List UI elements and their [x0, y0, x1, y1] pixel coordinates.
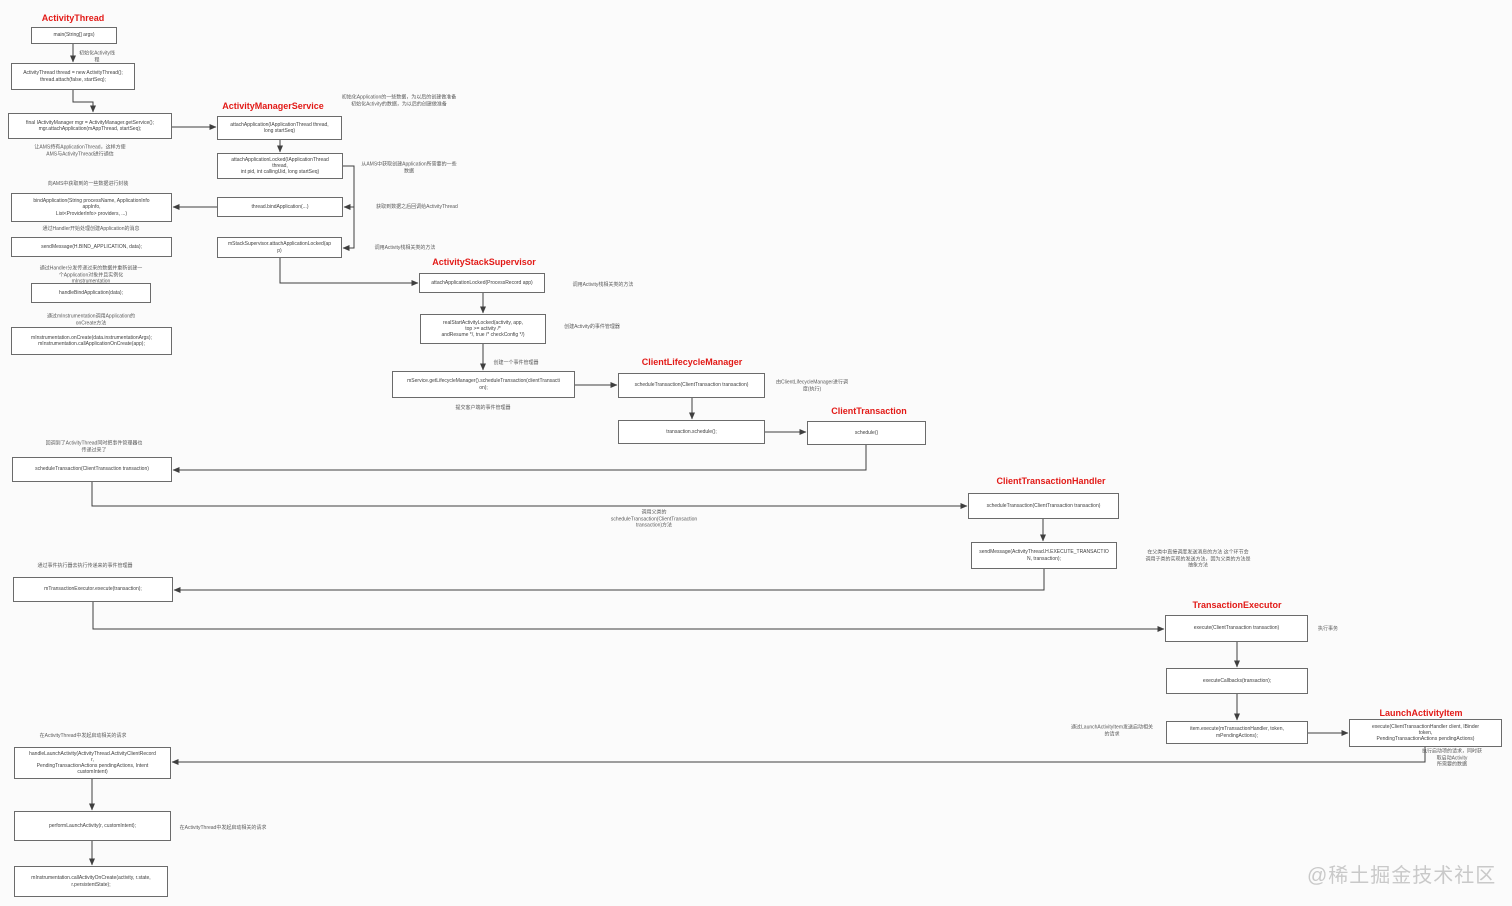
annotation-create-one-manager: 创建一个事件管理器 — [493, 359, 539, 366]
node-lai-execute: execute(ClientTransactionHandler client,… — [1349, 719, 1502, 747]
annotation-init-application-data: 初始化Application的一些数据，为以后的创建做准备 初始化Activit… — [341, 94, 457, 108]
annotation-launch-request-2: 在ActivityThread中发起启动相关的请求 — [179, 824, 267, 831]
annotation-handler-bind-application: 通过Handler开始处理创建Application的消息 — [42, 225, 140, 232]
node-send-bind-message: sendMessage(H.BIND_APPLICATION, data); — [11, 237, 172, 257]
node-transaction-executor-execute: mTransactionExecutor.execute(transaction… — [13, 577, 173, 602]
node-ams-attach-application: attachApplication(IApplicationThread thr… — [217, 116, 342, 140]
node-ct-schedule: schedule() — [807, 421, 926, 445]
watermark: @稀土掘金技术社区 — [1307, 865, 1497, 887]
node-thread-bind-application: thread.bindApplication(...) — [217, 197, 343, 217]
annotation-wrap-ams-data: 向AMS中获取到的一些数据进行封装 — [47, 180, 129, 187]
node-schedule-client-transaction: mService.getLifecycleManager().scheduleT… — [392, 371, 575, 398]
node-ass-attach-application-locked: attachApplicationLocked(ProcessRecord ap… — [419, 273, 545, 293]
node-mstacksupervisor-attach: mStackSupervisor.attachApplicationLocked… — [217, 237, 342, 258]
section-title-clientlifecyclemanager: ClientLifecycleManager — [641, 357, 743, 367]
node-cth-schedule-transaction: scheduleTransaction(ClientTransaction tr… — [968, 493, 1119, 519]
section-title-clienttransactionhandler: ClientTransactionHandler — [996, 476, 1106, 486]
annotation-launch-request-1: 在ActivityThread中发起启动相关的请求 — [39, 732, 127, 739]
annotation-super-sendmessage: 在父类中直接调度发送消息的方法 这个环节会 调用子类的实现的发送方法，因为父类的… — [1145, 549, 1251, 569]
section-title-activitymanagerservice: ActivityManagerService — [222, 101, 324, 111]
node-send-execute-transaction: sendMessage(ActivityThread.H.EXECUTE_TRA… — [971, 542, 1117, 569]
node-main: main(String[] args) — [31, 27, 117, 44]
node-handle-launch-activity: handleLaunchActivity(ActivityThread.Acti… — [14, 747, 171, 779]
node-bind-application: bindApplication(String processName, Appl… — [11, 193, 172, 222]
annotation-instrumentation-oncreate: 通过mInstrumentation调用Application的 onCreat… — [46, 313, 136, 327]
node-execute-callbacks: executeCallbacks(transaction); — [1166, 668, 1308, 694]
node-transaction-schedule: transaction.schedule(); — [618, 420, 765, 444]
node-at-schedule-transaction: scheduleTransaction(ClientTransaction tr… — [12, 457, 172, 482]
section-title-activitythread: ActivityThread — [41, 13, 105, 23]
annotation-submit-client-manager: 提交客户端的事件管理器 — [455, 404, 511, 411]
annotation-launchactivityitem-request: 通过LaunchActivityItem发送启动相关 的请求 — [1071, 724, 1153, 738]
section-title-activitystacksupervisor: ActivityStackSupervisor — [432, 257, 536, 267]
node-attach-application: final IActivityManager mgr = ActivityMan… — [8, 113, 172, 139]
node-perform-launch-activity: performLaunchActivity(r, customIntent); — [14, 811, 171, 841]
annotation-executor-run-manager: 通过事件执行器去执行传递来的事件管理器 — [37, 562, 133, 569]
annotation-clm-dispatch: 由ClientLifecycleManager进行调 度(执行) — [776, 379, 848, 393]
annotation-call-activity-stack-1: 调用Activity栈相关类的方法 — [374, 244, 436, 251]
annotation-handler-create-application: 通过Handler分发传递过来的数据并重新创建一 个Application对象并… — [39, 265, 143, 285]
section-title-transactionexecutor: TransactionExecutor — [1192, 600, 1282, 610]
annotation-callback-activitythread: 获取到数据之后回调给ActivityThread — [376, 203, 458, 210]
node-te-execute: execute(ClientTransaction transaction) — [1165, 615, 1308, 642]
node-clm-schedule-transaction: scheduleTransaction(ClientTransaction tr… — [618, 373, 765, 398]
annotation-execute-transaction: 执行事务 — [1317, 625, 1339, 632]
node-instrumentation-oncreate: mInstrumentation.onCreate(data.instrumen… — [11, 327, 172, 355]
annotation-call-activity-stack-2: 调用Activity栈相关类的方法 — [572, 281, 634, 288]
node-real-start-activity-locked: realStartActivityLocked(activity, app, t… — [420, 314, 546, 344]
annotation-init-activity-thread: 初始化Activity线 程 — [79, 50, 115, 64]
node-handle-bind-application: handleBindApplication(data); — [31, 283, 151, 303]
node-ams-attach-application-locked: attachApplicationLocked(IApplicationThre… — [217, 153, 343, 179]
annotation-create-activity-manager: 创建Activity的事件管理器 — [564, 323, 620, 330]
annotation-ams-holds-appthread: 让AMS持有ApplicationThread，这样方便 AMS与Activit… — [34, 144, 126, 158]
annotation-execute-launch-item: 执行启动项的请求，同时获取启动Activity 所需要的数据 — [1422, 748, 1483, 768]
annotation-get-application-data: 从AMS中获取创建Application所需要的一些 数据 — [361, 161, 457, 175]
annotation-callback-with-manager: 回调到了ActivityThread同时把事件管理器也 传递过来了 — [45, 440, 143, 454]
section-title-clienttransaction: ClientTransaction — [831, 406, 907, 416]
node-new-activitythread: ActivityThread thread = new ActivityThre… — [11, 63, 135, 90]
annotation-call-super-schedule: 调用父类的 scheduleTransaction(ClientTransact… — [610, 509, 698, 529]
node-call-activity-on-create: mInstrumentation.callActivityOnCreate(ac… — [14, 866, 168, 897]
node-item-execute: item.execute(mTransactionHandler, token,… — [1166, 721, 1308, 744]
section-title-launchactivityitem: LaunchActivityItem — [1379, 708, 1463, 718]
